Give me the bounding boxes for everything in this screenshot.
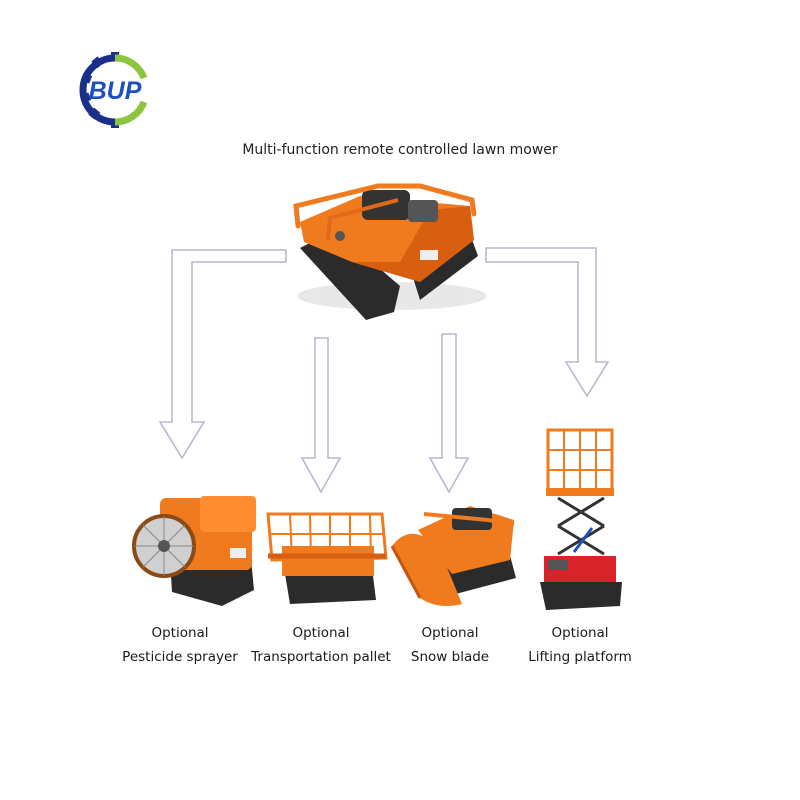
- logo-text: BUP: [89, 77, 142, 105]
- option-name: Pesticide sprayer: [122, 649, 238, 665]
- arrow-to-transportation-pallet: [300, 337, 342, 494]
- option-caption-lifting-platform: Optional Lifting platform: [500, 621, 660, 669]
- arrow-to-snow-blade: [428, 333, 470, 494]
- bup-logo: BUP: [79, 52, 148, 128]
- arrow-to-pesticide-sprayer: [158, 249, 287, 460]
- option-caption-transportation-pallet: Optional Transportation pallet: [241, 621, 401, 669]
- transportation-pallet-image: [266, 512, 388, 604]
- snow-blade-image: [390, 506, 516, 606]
- option-label: Optional: [151, 625, 209, 641]
- diagram-title: Multi-function remote controlled lawn mo…: [242, 142, 558, 158]
- arrow-to-lifting-platform: [485, 247, 610, 398]
- lawn-mower-image: [293, 183, 487, 320]
- option-caption-pesticide-sprayer: Optional Pesticide sprayer: [100, 621, 260, 669]
- option-caption-snow-blade: Optional Snow blade: [370, 621, 530, 669]
- option-label: Optional: [421, 625, 479, 641]
- option-name: Transportation pallet: [251, 649, 391, 665]
- pesticide-sprayer-image: [132, 496, 256, 606]
- option-label: Optional: [551, 625, 609, 641]
- gear-icon: [79, 52, 148, 128]
- option-name: Lifting platform: [528, 649, 632, 665]
- option-label: Optional: [292, 625, 350, 641]
- option-name: Snow blade: [410, 649, 490, 665]
- lifting-platform-image: [540, 428, 622, 610]
